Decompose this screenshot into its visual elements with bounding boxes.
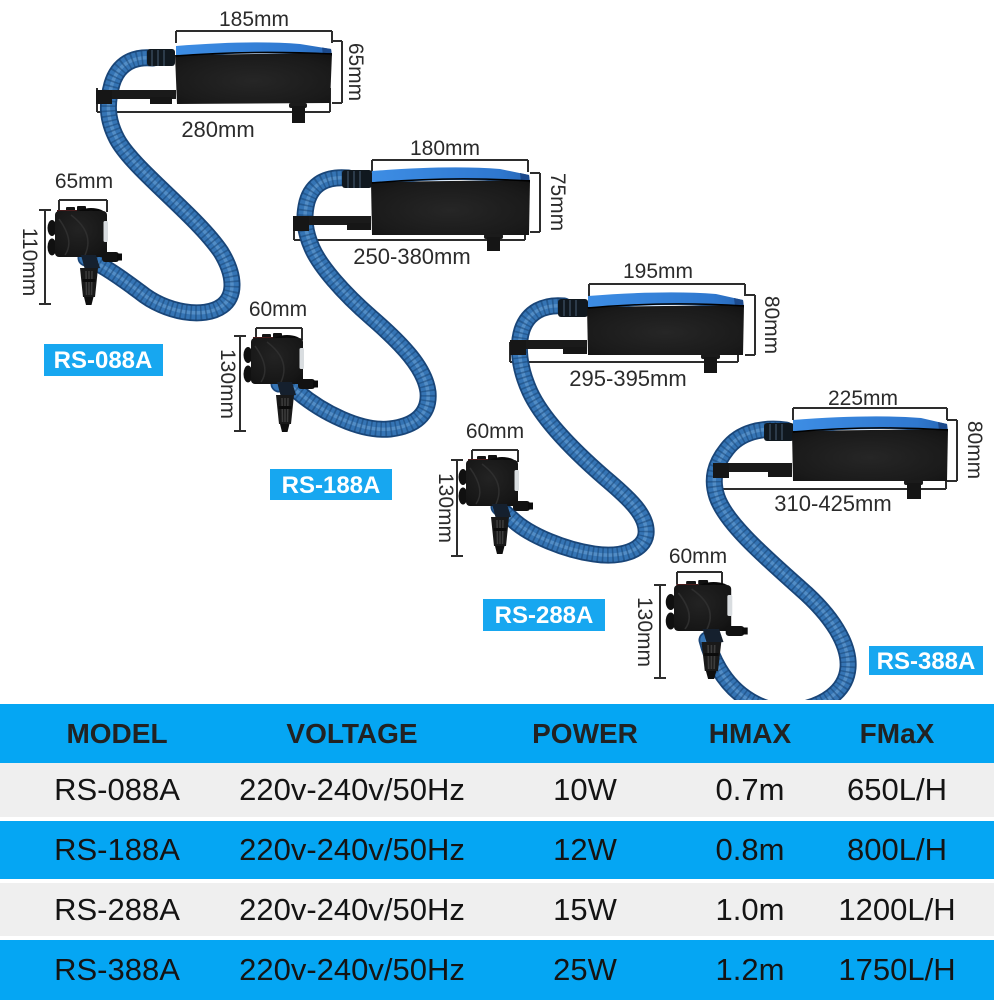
svg-text:60mm: 60mm xyxy=(249,298,307,321)
svg-text:110mm: 110mm xyxy=(18,228,41,296)
svg-text:RS-288A: RS-288A xyxy=(495,602,594,629)
svg-text:250-380mm: 250-380mm xyxy=(353,244,470,269)
svg-text:60mm: 60mm xyxy=(669,545,727,568)
svg-text:RS-388A: RS-388A xyxy=(877,648,976,675)
svg-text:180mm: 180mm xyxy=(410,137,480,160)
svg-text:130mm: 130mm xyxy=(216,349,239,419)
svg-text:295-395mm: 295-395mm xyxy=(569,366,686,391)
svg-text:RS-188A: RS-188A xyxy=(282,472,381,499)
svg-text:RS-088A: RS-088A xyxy=(54,347,153,374)
svg-text:80mm: 80mm xyxy=(963,421,986,479)
svg-text:65mm: 65mm xyxy=(55,170,113,193)
svg-text:65mm: 65mm xyxy=(344,43,367,101)
svg-text:280mm: 280mm xyxy=(181,117,254,142)
svg-text:60mm: 60mm xyxy=(466,420,524,443)
svg-text:80mm: 80mm xyxy=(760,296,783,354)
svg-text:195mm: 195mm xyxy=(623,260,693,283)
svg-text:185mm: 185mm xyxy=(219,8,289,31)
svg-text:310-425mm: 310-425mm xyxy=(774,491,891,516)
svg-text:130mm: 130mm xyxy=(434,473,457,543)
svg-text:75mm: 75mm xyxy=(546,173,569,231)
svg-text:225mm: 225mm xyxy=(828,387,898,410)
svg-text:130mm: 130mm xyxy=(633,597,656,667)
